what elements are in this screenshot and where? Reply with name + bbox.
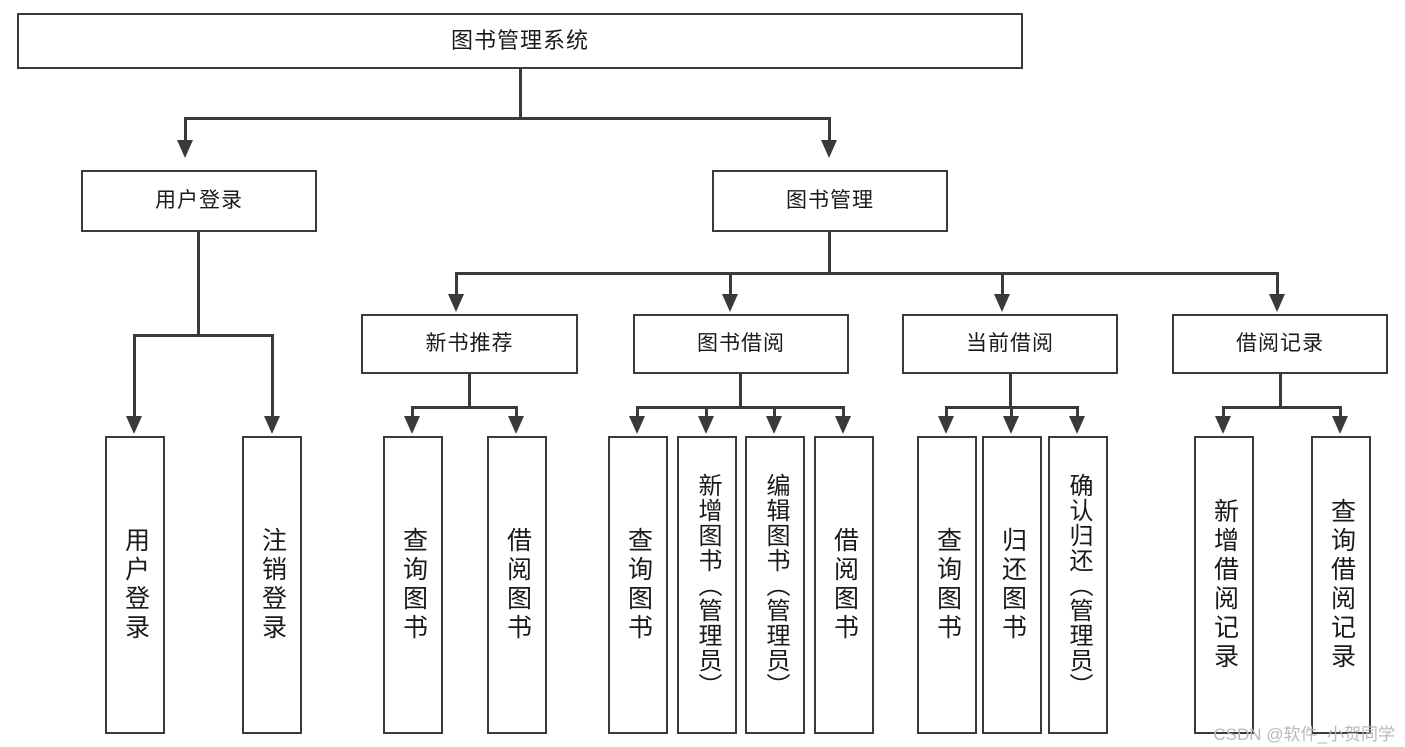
node-label: 借阅记录	[1236, 331, 1324, 355]
connector-drop-book-borrow-4	[842, 406, 845, 418]
connector-drop-book-borrow	[729, 272, 732, 296]
leaf-user-login-logout[interactable]: 注销登录	[242, 436, 302, 734]
node-label: 确认归还（管理员）	[1065, 472, 1092, 698]
connector-drop-user-login	[184, 117, 187, 142]
connector-drop-current-borrow-1	[945, 406, 948, 418]
node-label: 查询图书	[933, 527, 962, 643]
connector-new-book-bus	[411, 406, 518, 409]
leaf-book-borrow-query[interactable]: 查询图书	[608, 436, 668, 734]
arrowhead-user-login-2	[264, 416, 280, 434]
connector-new-book-stem	[468, 374, 471, 408]
connector-book-management-stem	[828, 232, 831, 274]
node-label: 借阅图书	[503, 527, 532, 643]
arrowhead-book-borrow-3	[766, 416, 782, 434]
connector-drop-current-borrow	[1001, 272, 1004, 296]
connector-book-borrow-bus	[636, 406, 845, 409]
connector-user-login-stem	[197, 232, 200, 336]
connector-drop-borrow-record	[1276, 272, 1279, 296]
connector-borrow-record-stem	[1279, 374, 1282, 408]
arrowhead-user-login	[177, 140, 193, 158]
arrowhead-book-borrow-1	[629, 416, 645, 434]
connector-user-login-bus	[133, 334, 274, 337]
node-label: 查询图书	[399, 527, 428, 643]
connector-book-borrow-stem	[739, 374, 742, 408]
connector-drop-borrow-record-2	[1339, 406, 1342, 418]
arrowhead-new-book	[448, 294, 464, 312]
arrowhead-new-book-2	[508, 416, 524, 434]
node-root-book-management-system[interactable]: 图书管理系统	[17, 13, 1023, 69]
leaf-book-borrow-edit[interactable]: 编辑图书（管理员）	[745, 436, 805, 734]
node-label: 编辑图书（管理员）	[762, 472, 789, 698]
leaf-current-borrow-query[interactable]: 查询图书	[917, 436, 977, 734]
node-label: 图书管理系统	[450, 28, 589, 54]
node-label: 图书管理	[786, 188, 874, 212]
connector-drop-new-book-2	[515, 406, 518, 418]
arrowhead-book-borrow-4	[835, 416, 851, 434]
connector-drop-current-borrow-3	[1076, 406, 1079, 418]
arrowhead-new-book-1	[404, 416, 420, 434]
arrowhead-current-borrow-2	[1003, 416, 1019, 434]
node-label: 查询图书	[624, 527, 653, 643]
connector-root-stem	[519, 69, 522, 117]
arrowhead-current-borrow-3	[1069, 416, 1085, 434]
arrowhead-borrow-record	[1269, 294, 1285, 312]
arrowhead-user-login-1	[126, 416, 142, 434]
leaf-book-borrow-add[interactable]: 新增图书（管理员）	[677, 436, 737, 734]
node-label: 归还图书	[998, 527, 1027, 643]
connector-drop-book-management	[828, 117, 831, 142]
arrowhead-book-management	[821, 140, 837, 158]
leaf-book-borrow-borrow[interactable]: 借阅图书	[814, 436, 874, 734]
arrowhead-borrow-record-2	[1332, 416, 1348, 434]
connector-current-borrow-stem	[1009, 374, 1012, 408]
connector-borrow-record-bus	[1222, 406, 1342, 409]
arrowhead-book-borrow	[722, 294, 738, 312]
connector-drop-new-book	[455, 272, 458, 296]
connector-drop-borrow-record-1	[1222, 406, 1225, 418]
node-book-management[interactable]: 图书管理	[712, 170, 948, 232]
node-label: 用户登录	[121, 527, 150, 643]
leaf-current-borrow-return[interactable]: 归还图书	[982, 436, 1042, 734]
node-label: 借阅图书	[830, 527, 859, 643]
node-label: 图书借阅	[697, 331, 785, 355]
connector-drop-book-borrow-2	[705, 406, 708, 418]
node-label: 当前借阅	[966, 331, 1054, 355]
connector-drop-user-login-2	[271, 334, 274, 418]
connector-drop-book-borrow-3	[773, 406, 776, 418]
leaf-current-borrow-confirm[interactable]: 确认归还（管理员）	[1048, 436, 1108, 734]
node-user-login[interactable]: 用户登录	[81, 170, 317, 232]
leaf-user-login-login[interactable]: 用户登录	[105, 436, 165, 734]
node-label: 新增借阅记录	[1210, 498, 1239, 672]
node-current-borrow[interactable]: 当前借阅	[902, 314, 1118, 374]
leaf-new-book-borrow[interactable]: 借阅图书	[487, 436, 547, 734]
connector-level1-bus	[184, 117, 831, 120]
node-label: 新书推荐	[425, 331, 514, 355]
arrowhead-book-borrow-2	[698, 416, 714, 434]
connector-drop-user-login-1	[133, 334, 136, 418]
connector-level3-bus	[455, 272, 1279, 275]
node-new-book-recommend[interactable]: 新书推荐	[361, 314, 578, 374]
arrowhead-current-borrow-1	[938, 416, 954, 434]
arrowhead-borrow-record-1	[1215, 416, 1231, 434]
node-label: 用户登录	[155, 188, 243, 212]
node-book-borrow[interactable]: 图书借阅	[633, 314, 849, 374]
connector-drop-new-book-1	[411, 406, 414, 418]
leaf-borrow-record-query[interactable]: 查询借阅记录	[1311, 436, 1371, 734]
connector-drop-book-borrow-1	[636, 406, 639, 418]
leaf-new-book-query[interactable]: 查询图书	[383, 436, 443, 734]
node-label: 新增图书（管理员）	[694, 472, 721, 698]
node-label: 查询借阅记录	[1327, 498, 1356, 672]
connector-drop-current-borrow-2	[1010, 406, 1013, 418]
node-borrow-record[interactable]: 借阅记录	[1172, 314, 1388, 374]
arrowhead-current-borrow	[994, 294, 1010, 312]
leaf-borrow-record-add[interactable]: 新增借阅记录	[1194, 436, 1254, 734]
node-label: 注销登录	[258, 527, 287, 643]
